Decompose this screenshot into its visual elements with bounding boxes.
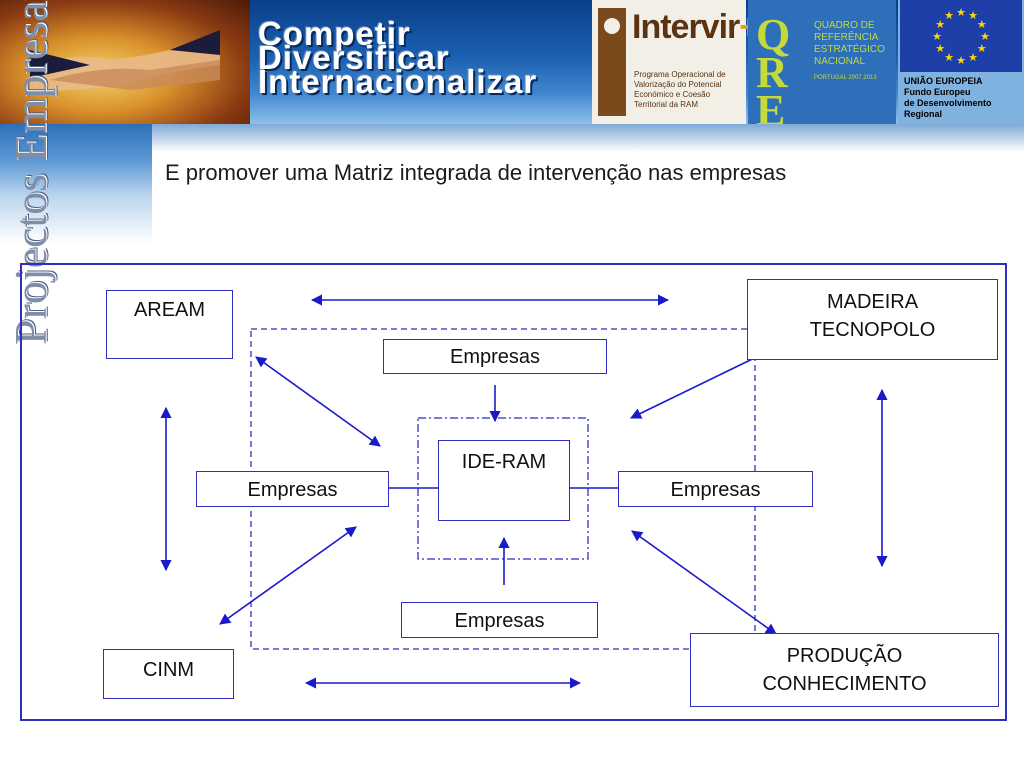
- handshake-image: [0, 0, 250, 124]
- cinm-box: CINM: [103, 649, 234, 699]
- eu-star-icon: ★: [977, 43, 987, 55]
- diagram-frame: [20, 263, 1007, 721]
- eu-text: UNIÃO EUROPEIA Fundo Europeu de Desenvol…: [904, 76, 992, 119]
- slogan-line: Diversificar: [258, 39, 450, 76]
- empresas-bottom-box: Empresas: [401, 602, 598, 638]
- producao-conhecimento-box: PRODUÇÃO CONHECIMENTO: [690, 633, 999, 707]
- eu-star-icon: ★: [968, 52, 978, 64]
- eu-star-icon: ★: [944, 10, 954, 22]
- ide-ram-box: IDE-RAM: [438, 440, 570, 521]
- intervir-mark-icon: [598, 8, 626, 116]
- qren-letters: QREN: [756, 10, 791, 125]
- qren-logo: QREN QUADRO DE REFERÊNCIA ESTRATÉGICO NA…: [748, 0, 896, 124]
- slogan-line: Internacionalizar: [258, 63, 538, 100]
- empresas-top-box: Empresas: [383, 339, 607, 374]
- intervir-title: Intervir+: [632, 8, 759, 46]
- eu-star-icon: ★: [968, 10, 978, 22]
- header-underline: [152, 124, 1024, 152]
- slogan-line: Competir: [258, 15, 411, 52]
- qren-text: QUADRO DE REFERÊNCIA ESTRATÉGICO NACIONA…: [814, 20, 885, 81]
- intervir-logo: Intervir+ Programa Operacional de Valori…: [592, 0, 759, 124]
- eu-star-icon: ★: [980, 31, 990, 43]
- header-banner: Competir Diversificar Internacionalizar …: [0, 0, 1024, 124]
- aream-box: AREAM: [106, 290, 233, 359]
- empresas-left-box: Empresas: [196, 471, 389, 507]
- eu-star-icon: ★: [956, 7, 966, 19]
- slogan: Competir Diversificar Internacionalizar: [258, 15, 538, 100]
- eu-star-icon: ★: [956, 55, 966, 67]
- eu-logo: ★★★★★★★★★★★★ UNIÃO EUROPEIA Fundo Europe…: [898, 0, 1024, 124]
- intervir-subtitle: Programa Operacional de Valorização do P…: [634, 70, 726, 109]
- eu-star-icon: ★: [944, 52, 954, 64]
- madeira-tecnopolo-box: MADEIRA TECNOPOLO: [747, 279, 998, 360]
- eu-star-icon: ★: [932, 31, 942, 43]
- eu-star-icon: ★: [935, 43, 945, 55]
- eu-star-icon: ★: [935, 19, 945, 31]
- empresas-right-box: Empresas: [618, 471, 813, 507]
- eu-flag-icon: ★★★★★★★★★★★★: [900, 0, 1022, 72]
- page-subtitle: E promover uma Matriz integrada de inter…: [165, 160, 787, 185]
- sidebar-gradient: [0, 124, 152, 244]
- eu-star-icon: ★: [977, 19, 987, 31]
